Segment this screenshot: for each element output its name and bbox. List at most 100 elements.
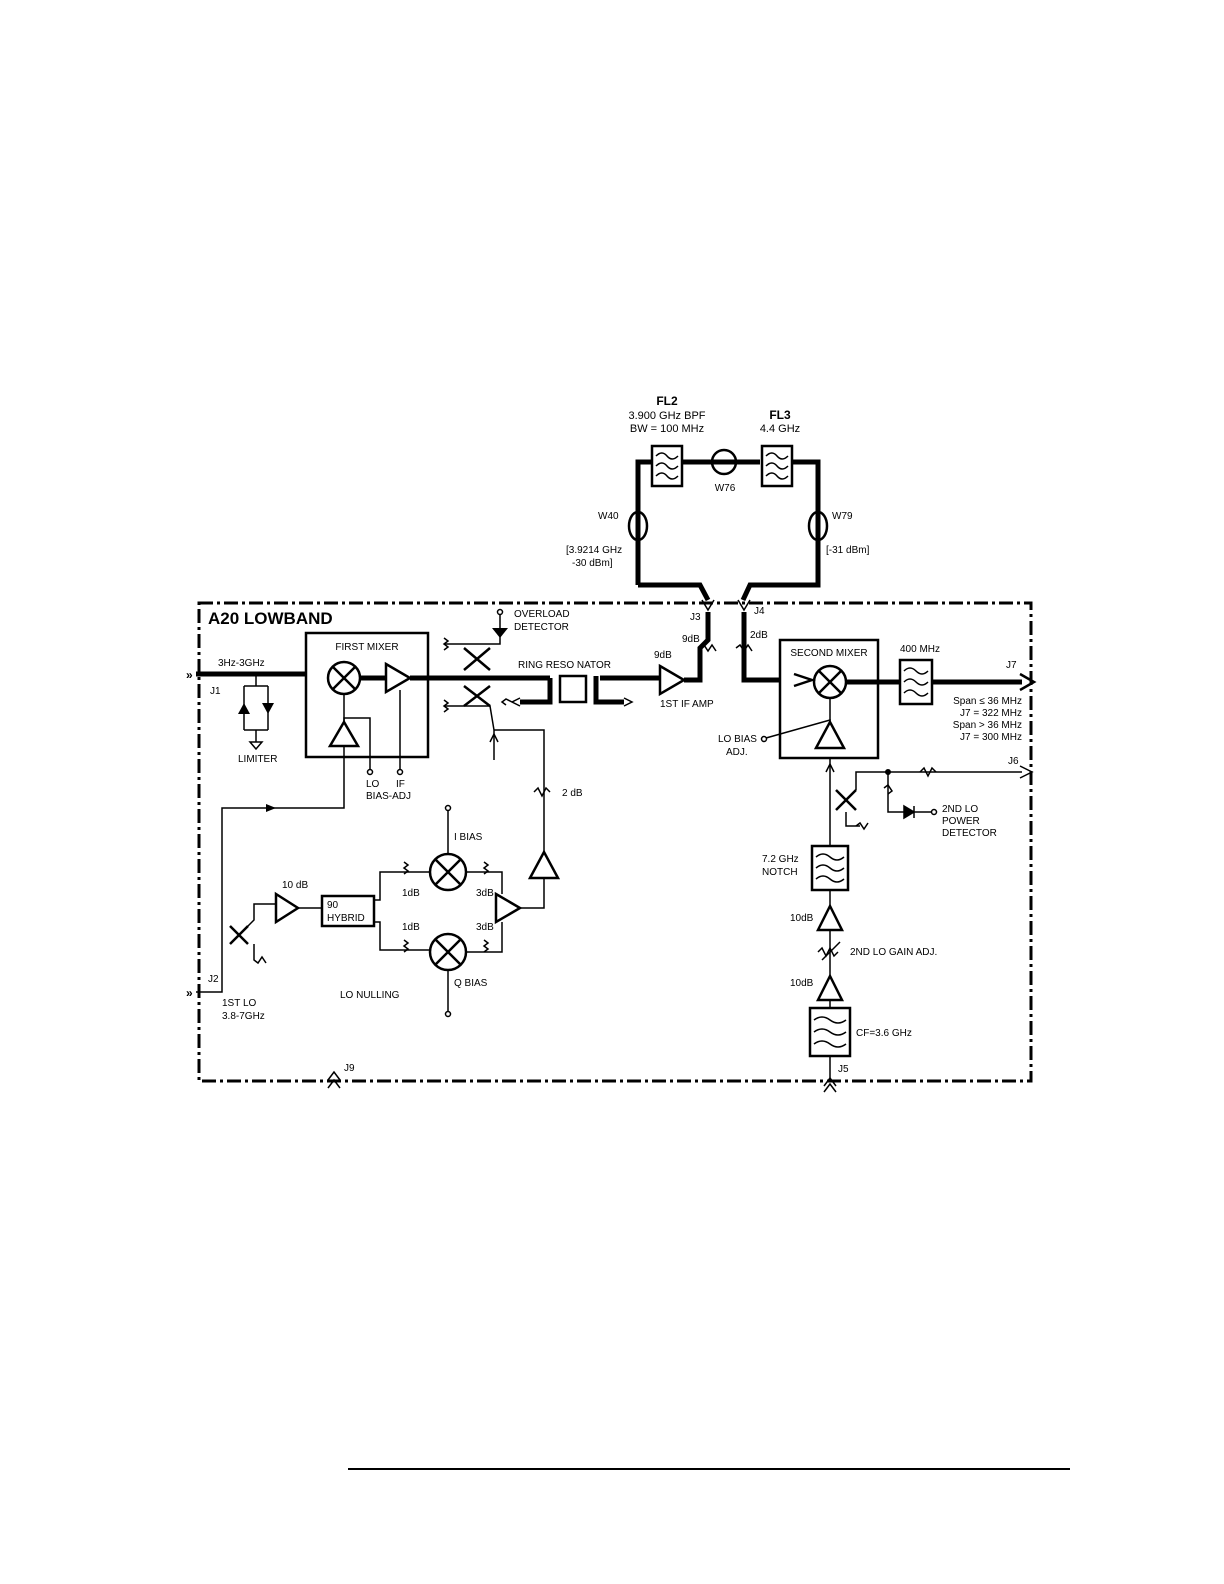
fl3-filter xyxy=(760,444,794,488)
q-mixer xyxy=(428,932,468,972)
j4-to-second-mixer xyxy=(741,612,794,683)
j6-label: J6 xyxy=(1008,756,1019,767)
nulling-att xyxy=(533,786,551,798)
detector-label-3: DETECTOR xyxy=(942,828,997,839)
first-lo-label-1: 1ST LO xyxy=(222,998,256,1009)
j4-label: J4 xyxy=(754,606,765,617)
gain-adj-label: 2ND LO GAIN ADJ. xyxy=(850,947,937,958)
span-note-1: Span ≤ 36 MHz xyxy=(953,696,1022,707)
lo-nulling-amp-label: 10 dB xyxy=(282,880,308,891)
q-out-att-label: 3dB xyxy=(476,922,494,933)
i-bias-terminal xyxy=(444,804,452,812)
overload-diode xyxy=(492,628,508,638)
overload-label-1: OVERLOAD xyxy=(514,609,570,620)
q-in-att xyxy=(402,939,410,953)
w40-note-1: [3.9214 GHz xyxy=(566,545,622,556)
limiter-label: LIMITER xyxy=(238,754,277,765)
first-if-amp xyxy=(658,663,687,697)
detector-terminal xyxy=(930,808,938,816)
7-2ghz-notch-filter xyxy=(810,844,850,892)
j1-label: J1 xyxy=(210,686,221,697)
w40-note-2: -30 dBm] xyxy=(572,558,613,569)
j6-arrow xyxy=(1019,765,1034,779)
cf-3-6ghz-filter xyxy=(808,1006,852,1058)
j3-label: J3 xyxy=(690,612,701,623)
w40-cable xyxy=(627,510,649,542)
if-amp-gain-label: 9dB xyxy=(654,650,672,661)
q-in-att-label: 1dB xyxy=(402,922,420,933)
combiner-to-amp xyxy=(520,878,545,909)
second-lo-coupler xyxy=(835,789,857,811)
span-note-4: J7 = 300 MHz xyxy=(960,732,1022,743)
first-lo-label-2: 3.8-7GHz xyxy=(222,1011,265,1022)
nulling-att-label: 2 dB xyxy=(562,788,583,799)
lo-coupler-term xyxy=(253,944,267,965)
bias-adj-label: BIAS-ADJ xyxy=(366,791,411,802)
fl3-freq: 4.4 GHz xyxy=(760,423,800,435)
j3-connector xyxy=(701,599,715,612)
ring-resonator-box xyxy=(558,674,588,704)
lo-bias-adj-terminal xyxy=(760,735,768,743)
ring-left-line xyxy=(520,678,553,705)
j6-resistor xyxy=(919,766,937,778)
j5-connector xyxy=(823,1076,837,1093)
first-if-amp-label: 1ST IF AMP xyxy=(660,699,714,710)
first-mixer-box xyxy=(304,631,430,759)
lo-nulling-out-amp xyxy=(527,849,561,880)
overload-terminal xyxy=(496,608,504,616)
i-mixer xyxy=(428,852,468,892)
detector-res xyxy=(883,783,894,795)
w79-label: W79 xyxy=(832,511,853,522)
400mhz-label: 400 MHz xyxy=(900,644,940,655)
j4-attenuator xyxy=(735,643,753,653)
loop-right-line xyxy=(740,459,821,602)
notch-label-1: 7.2 GHz xyxy=(762,854,799,865)
span-note-3: Span > 36 MHz xyxy=(953,720,1022,731)
j2-arrow: » xyxy=(186,986,193,1000)
second-mixer-label: SECOND MIXER xyxy=(790,648,867,659)
overload-label-2: DETECTOR xyxy=(514,622,569,633)
q-out-att xyxy=(482,939,490,953)
first-mixer-label: FIRST MIXER xyxy=(335,642,398,653)
w76-cable xyxy=(710,448,738,476)
j4-att-label: 2dB xyxy=(750,630,768,641)
first-lo-line xyxy=(196,746,345,993)
hybrid-box xyxy=(320,894,376,928)
detector-label-1: 2ND LO xyxy=(942,804,978,815)
overload-line xyxy=(444,628,501,645)
footer-rule xyxy=(348,1468,1070,1470)
hybrid-i-line xyxy=(374,871,430,901)
coupler-x xyxy=(463,647,491,707)
coupler-to-lo-nulling xyxy=(444,705,495,760)
j4-connector xyxy=(737,599,751,612)
second-mixer-lo-amp xyxy=(813,719,847,750)
j5-label: J5 xyxy=(838,1064,849,1075)
fl2-ref: FL2 xyxy=(656,394,678,408)
iq-combiner xyxy=(494,891,523,925)
second-lo-arrow xyxy=(825,762,835,773)
hybrid-q-line xyxy=(374,921,430,951)
2nd-lo-amp-1-label: 10dB xyxy=(790,913,814,924)
lo-bias-terminal xyxy=(366,768,374,776)
j6-line xyxy=(855,771,1022,790)
400mhz-filter xyxy=(898,658,934,706)
second-mixer-input-arrow xyxy=(793,672,816,688)
i-bias-label: I BIAS xyxy=(454,832,483,843)
hybrid-label-1: 90 xyxy=(327,900,339,911)
ring-right-line xyxy=(593,676,624,705)
coupler-term-1 xyxy=(442,637,450,651)
nulling-return-line xyxy=(494,729,545,852)
span-note-2: J7 = 322 MHz xyxy=(960,708,1022,719)
lo-label: LO xyxy=(366,779,380,790)
cf-label: CF=3.6 GHz xyxy=(856,1028,912,1039)
w79-cable xyxy=(807,510,829,542)
i-in-att xyxy=(402,861,410,875)
lo-bias-line xyxy=(343,717,371,770)
lo-nulling-label: LO NULLING xyxy=(340,990,400,1001)
2nd-lo-amp-2 xyxy=(815,973,845,1002)
limiter-diodes xyxy=(238,674,274,751)
coupler-term-line xyxy=(845,812,860,827)
detector-label-2: POWER xyxy=(942,816,980,827)
j9-connector xyxy=(327,1070,341,1089)
